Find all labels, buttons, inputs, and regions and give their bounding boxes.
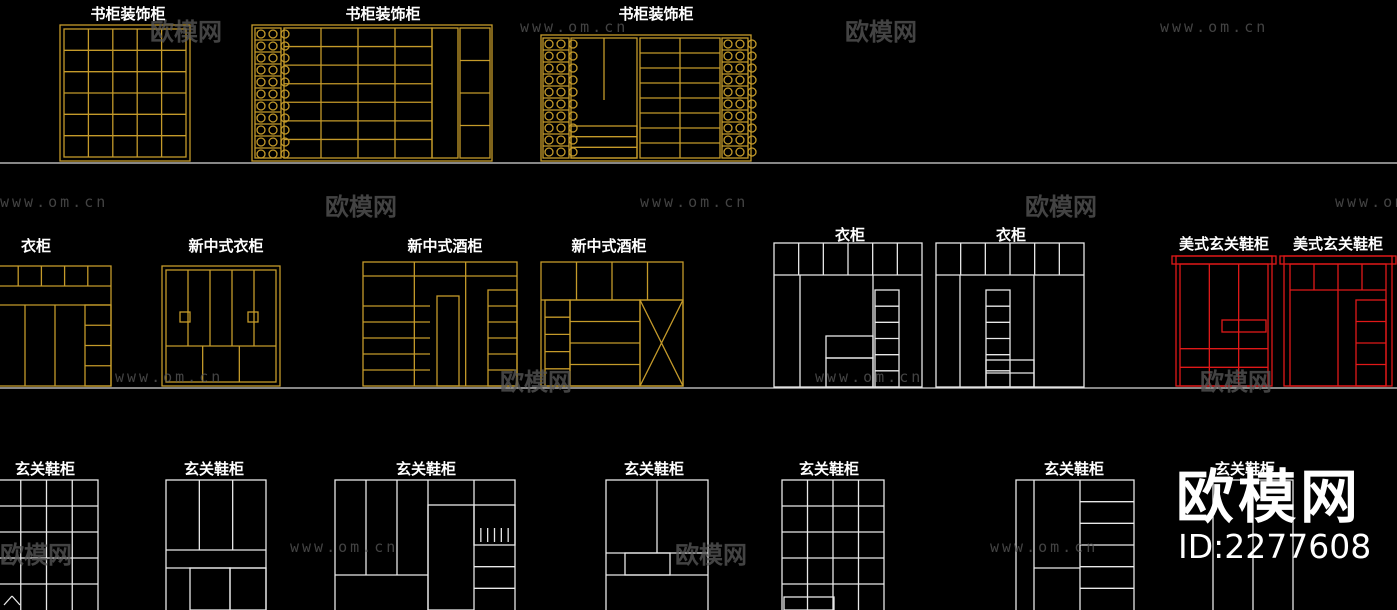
watermark-logo-brand: 欧模网 xyxy=(1176,463,1363,531)
bookcase-drawing xyxy=(540,34,752,162)
drawing-label: 玄关鞋柜 xyxy=(183,460,245,478)
watermark-brand: 欧模网 xyxy=(325,193,397,221)
drawing-label: 玄关鞋柜 xyxy=(395,460,457,478)
shoe-cabinet-drawing xyxy=(334,479,516,610)
drawing-label: 衣柜 xyxy=(995,226,1027,244)
wardrobe-drawing xyxy=(161,265,281,387)
drawing-label: 玄关鞋柜 xyxy=(14,460,76,478)
watermark-url: www.om.cn xyxy=(115,368,224,386)
drawing-label: 书柜装饰柜 xyxy=(345,5,421,23)
drawing-label: 新中式酒柜 xyxy=(571,237,647,255)
drawing-label: 玄关鞋柜 xyxy=(1214,460,1276,478)
drawing-label: 书柜装饰柜 xyxy=(618,5,694,23)
watermark-brand: 欧模网 xyxy=(0,541,72,569)
watermark-url: www.om.cn xyxy=(520,18,629,36)
watermark-url: www.om.cn xyxy=(0,193,109,211)
watermark-url: www.om.cn xyxy=(1160,18,1269,36)
drawing-label: 衣柜 xyxy=(834,226,866,244)
drawing-label: 新中式衣柜 xyxy=(188,237,264,255)
bookcase-drawing xyxy=(251,24,493,162)
drawing-label: 书柜装饰柜 xyxy=(90,5,166,23)
drawing-label: 美式玄关鞋柜 xyxy=(1292,235,1384,253)
watermark-brand: 欧模网 xyxy=(500,368,572,396)
watermark-id: ID:2277608 xyxy=(1178,527,1372,566)
drawing-label: 美式玄关鞋柜 xyxy=(1178,235,1270,253)
watermark-brand: 欧模网 xyxy=(150,18,222,46)
watermark-brand: 欧模网 xyxy=(845,18,917,46)
bookcase-drawing xyxy=(59,24,191,162)
watermark-brand: 欧模网 xyxy=(1200,368,1272,396)
shoe-cabinet-drawing xyxy=(165,479,267,610)
drawing-label: 玄关鞋柜 xyxy=(1043,460,1105,478)
shoe-cabinet-drawing xyxy=(1015,479,1135,610)
watermark-url: www.om.cn xyxy=(290,538,399,556)
watermark-url: www.om.cn xyxy=(815,368,924,386)
watermark-brand: 欧模网 xyxy=(675,541,747,569)
wine-cabinet-drawing xyxy=(362,261,518,387)
drawing-label: 玄关鞋柜 xyxy=(623,460,685,478)
watermark-url: www.om.cn xyxy=(990,538,1099,556)
drawing-label: 新中式酒柜 xyxy=(407,237,483,255)
watermark-url: www.om.cn xyxy=(640,193,749,211)
watermark-brand: 欧模网 xyxy=(1025,193,1097,221)
drawing-label: 玄关鞋柜 xyxy=(798,460,860,478)
drawing-label: 衣柜 xyxy=(20,237,52,255)
watermark-url: www.om.cn xyxy=(1335,193,1397,211)
